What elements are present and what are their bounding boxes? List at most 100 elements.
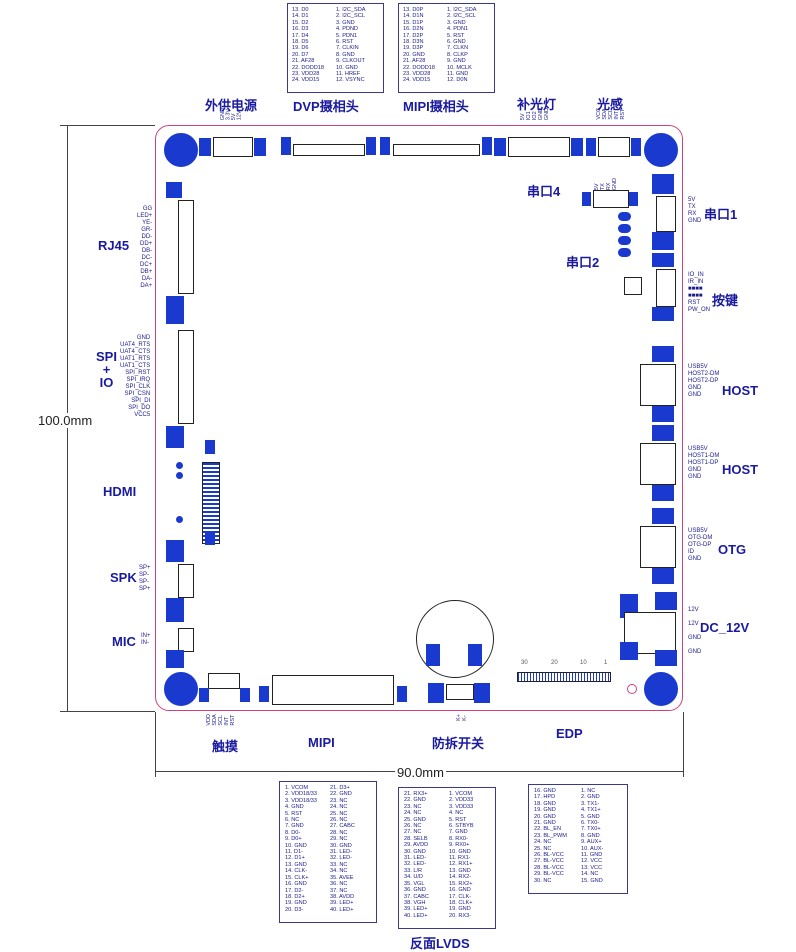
dim-top-extension xyxy=(60,125,155,126)
host2-pins: USB5V HOST2-DM HOST2-DP GND GND xyxy=(688,364,720,398)
hdmi-tab-bottom xyxy=(205,531,215,545)
mic-pins: IN+ IN- xyxy=(141,633,151,646)
dc-tab-top xyxy=(655,592,677,610)
keys-tab-top xyxy=(652,253,674,267)
mic-header xyxy=(178,628,194,652)
spk-header xyxy=(178,564,194,598)
ext-power-pins: GND 3.3V 5V 12V xyxy=(220,108,243,121)
otg-tab-top xyxy=(652,508,674,524)
touch-tab-r xyxy=(240,688,250,702)
light-sensor-tab-r xyxy=(631,138,641,156)
uart1-tab-bottom xyxy=(652,232,674,250)
pcb-outline xyxy=(155,125,683,711)
rj45-pins: GG LED+ YE- GR- DD- DD+ DB- DC- DC+ DB+ … xyxy=(137,206,153,289)
touch-connector xyxy=(208,673,240,689)
mipi-cam-fpc-connector xyxy=(393,144,480,156)
keys-label: 按键 xyxy=(712,293,739,308)
dim-left-extension xyxy=(155,712,156,777)
mounting-hole-tr xyxy=(644,133,678,167)
dc-pad-left-bottom xyxy=(620,642,638,660)
ext-power-connector xyxy=(213,137,253,157)
mipi-pins-left: 1. VCOM 2. VDD18/33 3. VDD18/33 4. GND 5… xyxy=(285,785,318,913)
otg-connector xyxy=(640,526,676,568)
host2-tab-top xyxy=(652,346,674,362)
dc-jack xyxy=(624,612,676,654)
uart4-pins: 5V TX RX GND xyxy=(594,178,618,191)
mipi-tab-l xyxy=(259,686,269,702)
uart1-tab-top xyxy=(652,174,674,194)
dvp-pins-left: 13. D0 14. D1 15. D2 16. D3 17. D4 18. D… xyxy=(292,7,325,84)
tamper-switch-circle[interactable] xyxy=(416,600,494,678)
touch-label: 触摸 xyxy=(212,739,239,754)
key-button[interactable] xyxy=(624,277,642,295)
uart4-label: 串口4 xyxy=(527,184,561,199)
tamper-bottom-pad-r xyxy=(474,683,490,703)
spk-pins: SP+ SP- SP- SP+ xyxy=(139,565,151,592)
lvds-pins-right: 1. VCOM 2. VDD33 3. VDD33 4. NC 5. RST 6… xyxy=(449,791,474,919)
uart2-pad-3 xyxy=(618,236,631,245)
host1-pins: USB5V HOST1-DM HOST1-DP GND GND xyxy=(688,446,720,480)
light-sensor-pins: VCC SDA SCL INT RST xyxy=(596,108,626,120)
mic-label: MIC xyxy=(112,634,136,649)
spk-label: SPK xyxy=(110,570,137,585)
dim-bottom-extension xyxy=(60,711,155,712)
mounting-hole-br xyxy=(644,672,678,706)
mipi-pin-table: 1. VCOM 2. VDD18/33 3. VDD18/33 4. GND 5… xyxy=(279,781,377,923)
spi-io-label: SPI + IO xyxy=(96,349,117,390)
touch-pins: VDD SDA SCL INT RST xyxy=(206,714,236,726)
uart1-label: 串口1 xyxy=(704,207,738,222)
mipi-connector xyxy=(272,675,394,705)
host1-connector xyxy=(640,443,676,485)
spk-tab-top xyxy=(166,540,184,562)
light-sensor-tab-l xyxy=(586,138,596,156)
host2-label: HOST xyxy=(722,383,759,398)
ext-power-tab-r xyxy=(254,138,266,156)
spi-io-header xyxy=(178,330,194,424)
hdmi-tab-top xyxy=(205,440,215,454)
uart2-label: 串口2 xyxy=(566,255,600,270)
mipi-cam-tab-l xyxy=(380,137,390,155)
otg-tab-bottom xyxy=(652,568,674,584)
hdmi-pad-2 xyxy=(176,472,183,479)
lvds-pin-table: 21. RX3+ 22. GND 23. NC 24. NC 25. GND 2… xyxy=(398,787,496,929)
edp-tick-10: 10 xyxy=(580,660,587,666)
fill-light-connector xyxy=(508,137,570,157)
tamper-pad-l xyxy=(426,644,440,666)
tamper-bottom-pad-l xyxy=(428,683,444,703)
host1-tab-bottom xyxy=(652,485,674,501)
dc12v-label: DC_12V xyxy=(700,620,750,635)
rj45-header xyxy=(178,200,194,294)
width-dimension: 90.0mm xyxy=(395,765,446,780)
mipi-tab-r xyxy=(397,686,407,702)
mipi-cam-pins-right: 1. I2C_SDA 2. I2C_SCL 3. GND 4. PDN1 5. … xyxy=(447,7,477,84)
dvp-pins-right: 1. I2C_SDA 2. I2C_SCL 3. GND 4. PDND 5. … xyxy=(336,7,366,84)
mic-tab-bottom xyxy=(166,650,184,668)
edp-tick-1: 1 xyxy=(604,660,608,666)
fill-light-pins: 5V IO1 IO2 GND GND xyxy=(520,108,550,121)
lvds-back-label: 反面LVDS xyxy=(410,936,470,951)
host1-tab-top xyxy=(652,425,674,441)
host2-connector xyxy=(640,364,676,406)
host1-label: HOST xyxy=(722,462,759,477)
key-pins: IO_IN IR_IN ■■■■ ■■■■ RST PW_ON xyxy=(688,272,711,313)
host2-tab-bottom xyxy=(652,406,674,422)
hdmi-pad-3 xyxy=(176,516,183,523)
tamper-connector xyxy=(446,684,474,700)
keys-tab-bottom xyxy=(652,307,674,321)
uart4-tab-l xyxy=(582,192,591,206)
otg-pins: USB5V OTG-DM OTG-DP ID GND xyxy=(688,528,713,562)
light-sensor-connector xyxy=(598,137,630,157)
tamper-label: 防拆开关 xyxy=(432,736,485,751)
keys-connector xyxy=(656,269,676,307)
fill-light-label: 补光灯 xyxy=(517,97,557,112)
spk-tab-bottom xyxy=(166,598,184,622)
uart4-tab-r xyxy=(629,192,638,206)
dim-right-extension xyxy=(683,712,684,777)
mipi-pins-right: 21. D3+ 22. GND 23. NC 24. NC 25. NC 26.… xyxy=(330,785,355,913)
dvp-tab-r xyxy=(366,137,376,155)
uart2-pad-2 xyxy=(618,224,631,233)
tamper-pad-r xyxy=(468,644,482,666)
mipi-cam-label: MIPI摄相头 xyxy=(403,99,469,114)
dc-pins: 12V 12V GND GND xyxy=(688,607,702,655)
mounting-hole-bl xyxy=(164,672,198,706)
